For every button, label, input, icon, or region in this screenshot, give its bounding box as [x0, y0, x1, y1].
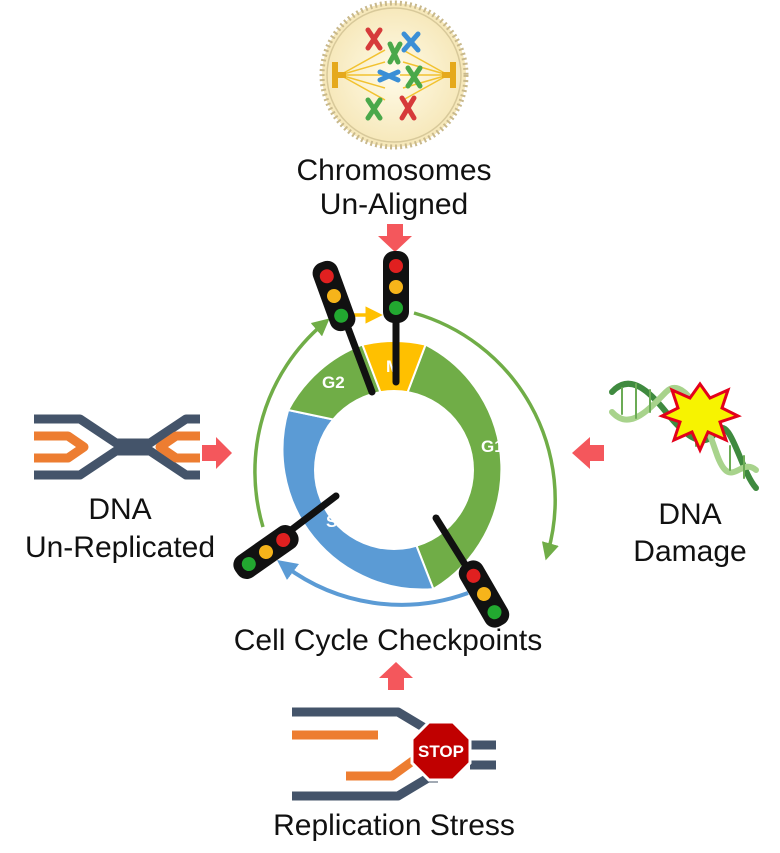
dna-damage-label-line2: Damage — [633, 535, 746, 568]
trigger-arrow-top — [378, 224, 412, 252]
checkpoints-label: Cell Cycle Checkpoints — [234, 624, 542, 657]
chromosomes-label-line2: Un-Aligned — [320, 188, 468, 221]
dna-unreplicated-label-line2: Un-Replicated — [25, 531, 215, 564]
trigger-arrow-right — [572, 437, 604, 469]
dna-unreplicated-label-line1: DNA — [88, 493, 151, 526]
phase-s-label: S — [326, 512, 337, 531]
chromosomes-label-line1: Chromosomes — [296, 154, 491, 187]
dna-damage-label-line1: DNA — [658, 498, 721, 531]
cycle-arrow-g1-s — [276, 560, 469, 607]
cycle-arrow-m-g1 — [413, 311, 559, 561]
phase-g2-label: G2 — [322, 373, 345, 392]
stop-sign-text: STOP — [418, 742, 464, 761]
trigger-arrow-left — [202, 437, 232, 469]
stop-sign-icon: STOP — [410, 720, 472, 782]
checkpoint-m-traffic-light-icon — [383, 251, 409, 386]
trigger-arrow-bottom — [379, 662, 413, 690]
mitotic-cell-icon — [319, 0, 469, 150]
cycle-arrow-s-g2 — [253, 318, 330, 528]
checkpoint-s-traffic-light-icon — [229, 492, 340, 584]
cell-cycle-ring — [281, 340, 503, 591]
checkpoint-g1-traffic-light-icon — [432, 514, 514, 632]
replication-stress-label: Replication Stress — [273, 809, 515, 842]
checkpoint-g2-traffic-light-icon — [309, 257, 376, 396]
phase-g1-label: G1 — [481, 437, 504, 456]
damage-burst-icon — [658, 381, 742, 454]
unreplicated-dna-icon — [34, 414, 200, 480]
